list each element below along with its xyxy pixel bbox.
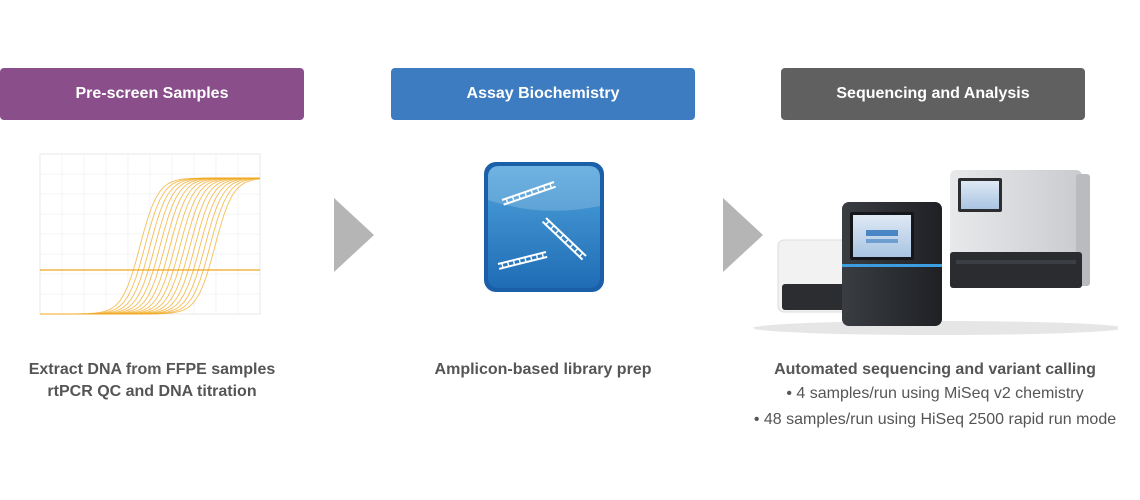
sequencer-instruments-image — [753, 170, 1118, 335]
miseq-instrument — [842, 202, 942, 326]
caption-bullet: • 48 samples/run using HiSeq 2500 rapid … — [753, 411, 1117, 428]
caption-line: Amplicon-based library prep — [434, 361, 652, 378]
hiseq-instrument — [950, 170, 1090, 288]
stage-header-pre-screen: Pre-screen Samples — [0, 68, 304, 120]
pcr-amplification-plot-image — [39, 153, 261, 315]
caption-line: Extract DNA from FFPE samples — [28, 361, 276, 378]
pcr-curve — [40, 178, 261, 315]
flow-arrow-2 — [723, 198, 763, 272]
amplicon-icon — [484, 162, 604, 292]
stage-header-sequencing-analysis: Sequencing and Analysis — [781, 68, 1085, 120]
stage-header-assay-biochemistry: Assay Biochemistry — [391, 68, 695, 120]
caption-line: rtPCR QC and DNA titration — [47, 383, 257, 400]
caption-line: Automated sequencing and variant calling — [774, 361, 1096, 378]
caption-pre-screen: Extract DNA from FFPE samples rtPCR QC a… — [0, 359, 304, 403]
caption-sequencing-analysis: Automated sequencing and variant calling… — [745, 359, 1125, 433]
flow-arrow-1 — [334, 198, 374, 272]
caption-assay-biochemistry: Amplicon-based library prep — [391, 359, 695, 381]
caption-bullet: • 4 samples/run using MiSeq v2 chemistry — [786, 385, 1084, 402]
